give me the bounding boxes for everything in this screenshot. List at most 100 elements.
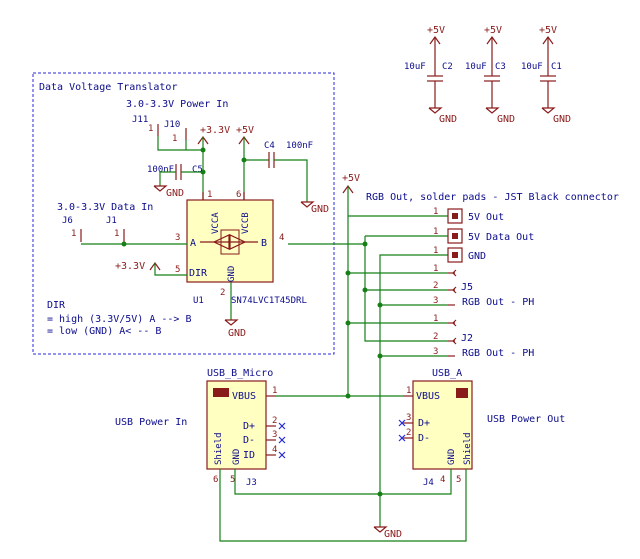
- rail-data: [288, 243, 448, 342]
- junction: [377, 302, 383, 308]
- j10-pin: 1: [172, 134, 177, 144]
- svg-text:3: 3: [433, 347, 438, 357]
- svg-text:1: 1: [272, 386, 277, 396]
- svg-text:3: 3: [272, 430, 277, 440]
- svg-text:C3: C3: [495, 62, 506, 72]
- u1-pin-vccb: VCCB: [241, 212, 251, 234]
- svg-text:J2: J2: [461, 333, 473, 344]
- svg-text:1: 1: [207, 190, 212, 200]
- j3-dm: D-: [243, 435, 255, 446]
- j11-ref: J11: [132, 115, 148, 125]
- junction: [377, 491, 383, 497]
- svg-text:1: 1: [433, 246, 438, 256]
- svg-text:10uF: 10uF: [404, 62, 426, 72]
- svg-text:5: 5: [175, 265, 180, 275]
- svg-text:4: 4: [279, 233, 284, 243]
- pwr-33-label: +3.3V: [200, 125, 230, 136]
- translator-box: [32, 72, 335, 355]
- svg-text:5: 5: [230, 475, 235, 485]
- wire-dir: [154, 263, 187, 276]
- svg-text:1: 1: [406, 386, 411, 396]
- power-in-label: 3.0-3.3V Power In: [126, 99, 228, 110]
- pwr-33b-label: +3.3V: [115, 261, 145, 272]
- junction: [345, 393, 351, 399]
- gnd2-symbol: [300, 201, 315, 208]
- junction: [345, 270, 351, 276]
- j11-pin: 1: [148, 124, 153, 134]
- svg-text:GND: GND: [553, 114, 571, 125]
- j4-shield: Shield: [463, 432, 473, 465]
- usb-power-in-label: USB Power In: [115, 417, 187, 428]
- svg-text:2: 2: [272, 416, 277, 426]
- svg-text:5: 5: [456, 475, 461, 485]
- gnd1-label: GND: [166, 188, 184, 199]
- wire-j11: [157, 136, 203, 151]
- cap-c3: +5V 10uF C3 GND: [465, 25, 515, 125]
- solder-pad-gnd: 1 GND: [433, 246, 486, 263]
- pwr-5-label: +5V: [236, 125, 254, 136]
- wire-c4-gnd: [274, 159, 308, 202]
- gnd2-label: GND: [311, 204, 329, 215]
- svg-text:5V Out: 5V Out: [468, 212, 504, 223]
- svg-text:4: 4: [272, 445, 277, 455]
- j3-id: ID: [243, 450, 255, 461]
- wire-j3-gnd: [234, 469, 380, 495]
- junction: [121, 241, 127, 247]
- svg-text:6: 6: [236, 190, 241, 200]
- j3-gnd: GND: [232, 449, 242, 465]
- dir-low: = low (GND) A< -- B: [47, 326, 161, 337]
- wire-shield: [219, 469, 467, 542]
- svg-text:2: 2: [406, 428, 411, 438]
- j4-gnd: GND: [447, 449, 457, 465]
- dir-high: = high (3.3V/5V) A --> B: [47, 314, 192, 325]
- svg-text:5V Data Out: 5V Data Out: [468, 232, 534, 243]
- svg-text:6: 6: [213, 475, 218, 485]
- usb-a-name: USB_A: [432, 368, 462, 379]
- usb-b-name: USB_B_Micro: [207, 368, 273, 379]
- usb-power-out-label: USB Power Out: [487, 414, 565, 425]
- junction: [377, 353, 383, 359]
- svg-text:+5V: +5V: [539, 25, 557, 36]
- gnd3-label: GND: [228, 328, 246, 339]
- cap-c2: +5V 10uF C2 GND: [404, 25, 457, 125]
- u1-pin-b: B: [261, 238, 267, 249]
- j4-vbus: VBUS: [416, 391, 440, 402]
- cap-c1: +5V 10uF C1 GND: [521, 25, 571, 125]
- no-connect-icon: [278, 422, 286, 459]
- j6-ref: J6: [62, 216, 73, 226]
- u1-pin-dir: DIR: [189, 268, 208, 279]
- gnd3-symbol: [224, 319, 239, 326]
- svg-text:GND: GND: [468, 251, 486, 262]
- svg-text:2: 2: [220, 288, 225, 298]
- svg-text:2: 2: [433, 332, 438, 342]
- connector-j5: 1 2 3 J5 RGB Out - PH: [433, 264, 534, 308]
- usb-a-icon: [456, 388, 468, 398]
- svg-text:10uF: 10uF: [521, 62, 543, 72]
- j3-dp: D+: [243, 421, 255, 432]
- svg-text:C2: C2: [442, 62, 453, 72]
- j3-shield: Shield: [214, 432, 224, 465]
- junction: [345, 320, 351, 326]
- svg-text:1: 1: [114, 229, 119, 239]
- buffer-right: [229, 234, 247, 250]
- translator-title: Data Voltage Translator: [39, 82, 177, 93]
- svg-text:1: 1: [433, 264, 438, 274]
- j3-vbus: VBUS: [232, 391, 256, 402]
- j1-ref: J1: [106, 216, 117, 226]
- u1-pin-gnd: GND: [227, 266, 237, 282]
- svg-text:3: 3: [175, 233, 180, 243]
- junction: [362, 241, 368, 247]
- wire-c5-gnd: [159, 171, 176, 186]
- j4-ref: J4: [423, 478, 434, 488]
- solder-pad-5v-data-out: 1 5V Data Out: [433, 227, 534, 244]
- svg-text:J5: J5: [461, 282, 473, 293]
- c5-value: 100nF: [147, 165, 174, 175]
- wire-j4-gnd: [380, 469, 452, 495]
- gnd-bottom-symbol: [373, 526, 388, 533]
- svg-text:GND: GND: [497, 114, 515, 125]
- svg-text:RGB Out - PH: RGB Out - PH: [462, 297, 534, 308]
- c4-value: 100nF: [286, 141, 313, 151]
- rgb-pwr-label: +5V: [342, 173, 360, 184]
- j3-ref: J3: [246, 478, 257, 488]
